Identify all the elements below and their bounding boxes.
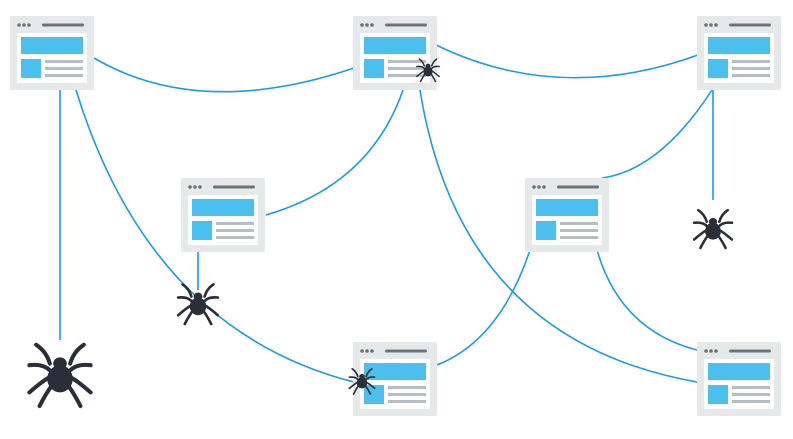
spider-icon	[29, 345, 90, 406]
webpage-icon	[353, 16, 437, 90]
link-top-center-top-right	[435, 44, 699, 79]
webpage-icon	[525, 178, 609, 252]
webpage-icon	[697, 16, 781, 90]
link-mid-right-bottom-center	[436, 249, 531, 366]
link-top-center-bottom-right	[419, 89, 698, 383]
link-top-center-mid-left	[265, 89, 404, 216]
webpage-icon	[697, 342, 781, 416]
spider-icon	[176, 283, 220, 326]
link-top-right-mid-right	[601, 89, 713, 179]
link-top-left-top-center	[93, 57, 355, 93]
link-top-left-bottom-center	[75, 89, 355, 383]
webpage-icon	[10, 16, 94, 90]
link-mid-right-bottom-right	[596, 249, 698, 351]
webpage-icon	[181, 178, 265, 252]
spider-icon	[692, 208, 734, 250]
links	[59, 44, 714, 383]
